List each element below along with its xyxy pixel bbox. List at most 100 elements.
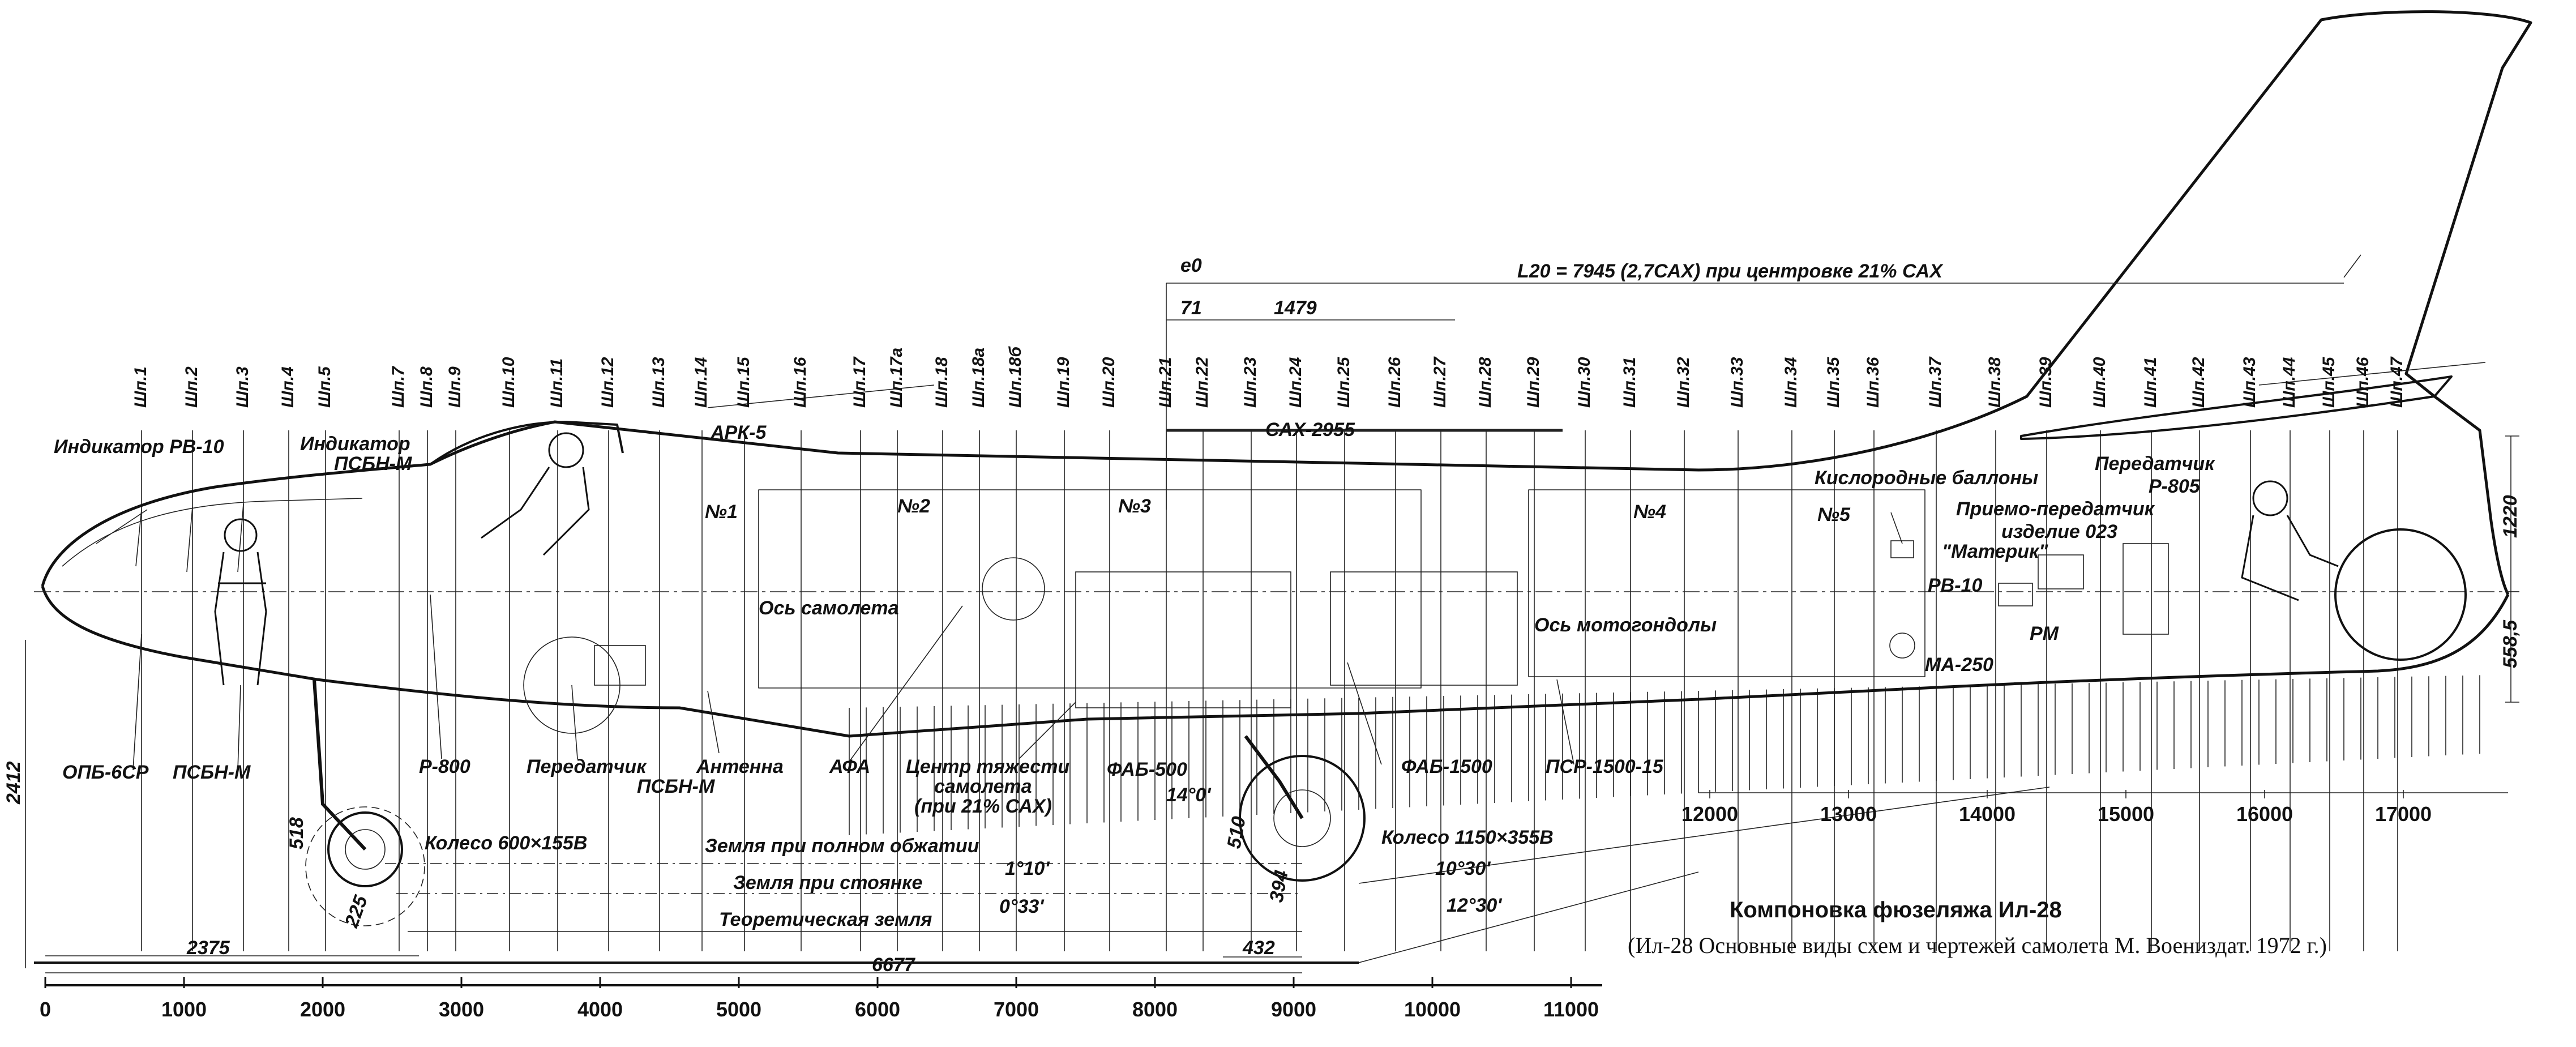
nose-gear xyxy=(305,679,425,926)
frame-label: Шп.40 xyxy=(2090,357,2109,408)
frame-label: Шп.26 xyxy=(1385,357,1404,408)
frame-label: Шп.18а xyxy=(969,348,988,408)
frame-label: Шп.31 xyxy=(1620,357,1639,408)
label-tank-1: №1 xyxy=(705,501,738,523)
frame-label: Шп.36 xyxy=(1864,357,1882,408)
label-ma250: МА-250 xyxy=(1925,654,1993,676)
frame-label: Шп.41 xyxy=(2141,357,2160,408)
dim-432: 432 xyxy=(1242,937,1275,959)
angle-5: 14°0' xyxy=(1166,784,1212,806)
dim-71: 71 xyxy=(1180,297,1202,319)
dim-2412: 2412 xyxy=(3,761,24,805)
frame-label: Шп.10 xyxy=(499,357,518,408)
label-materik: "Материк" xyxy=(1942,541,2048,562)
frame-label: Шп.15 xyxy=(734,356,753,408)
frame-label: Шп.13 xyxy=(649,357,668,408)
caption-source: (Ил-28 Основные виды схем и чертежей сам… xyxy=(1628,933,2327,958)
frame-label: Шп.35 xyxy=(1824,356,1843,408)
frame-label: Шп.21 xyxy=(1156,357,1175,408)
frame-label: Шп.33 xyxy=(1728,357,1747,408)
label-ground-theoretical: Теоретическая земля xyxy=(719,909,932,930)
scale-label: 1000 xyxy=(161,998,207,1021)
frame-label: Шп.22 xyxy=(1193,357,1212,408)
dim-l20: L20 = 7945 (2,7САХ) при центровке 21% СА… xyxy=(1517,260,1944,282)
dim-1220: 1220 xyxy=(2500,495,2521,538)
main-gear xyxy=(1239,735,1366,882)
canopy xyxy=(429,421,624,465)
frame-label: Шп.30 xyxy=(1575,357,1594,408)
frame-label: Шп.28 xyxy=(1476,357,1495,408)
label-wheel-nose: Колесо 600×155В xyxy=(425,832,587,854)
dim-518: 518 xyxy=(286,817,307,849)
label-tank-4: №4 xyxy=(1633,501,1666,523)
label-fab1500: ФАБ-1500 xyxy=(1401,756,1492,777)
label-indicator-rv10: Индикатор РВ-10 xyxy=(54,436,224,458)
scale-label: 10000 xyxy=(1404,998,1461,1021)
crew-gunner xyxy=(2241,480,2339,601)
right-scale-label: 13000 xyxy=(1820,802,1877,826)
label-rv10: РВ-10 xyxy=(1928,575,1982,596)
right-scale-label: 17000 xyxy=(2375,802,2432,826)
frame-label: Шп.18б xyxy=(1006,346,1025,408)
equipment-blocks xyxy=(523,540,2169,734)
label-antenna: Антенна xyxy=(696,756,784,777)
angle-4: 12°30' xyxy=(1447,895,1503,916)
angle-3: 10°30' xyxy=(1435,858,1491,879)
label-afa: АФА xyxy=(829,756,870,777)
label-cg-3: (при 21% САХ) xyxy=(914,796,1052,817)
frame-label: Шп.9 xyxy=(446,366,464,408)
label-tank-5: №5 xyxy=(1817,504,1851,525)
label-transceiver: Приемо-передатчик xyxy=(1956,498,2155,520)
frame-label: Шп.25 xyxy=(1334,356,1353,408)
label-rm: РМ xyxy=(2030,623,2059,644)
dimension-lines xyxy=(25,283,2519,973)
label-psr: ПСР-1500-15 xyxy=(1546,756,1664,777)
scale-label: 8000 xyxy=(1132,998,1178,1021)
scale-label: 5000 xyxy=(716,998,761,1021)
crew-navigator xyxy=(214,518,267,686)
frame-label: Шп.32 xyxy=(1674,357,1693,408)
label-cg-2: самолета xyxy=(934,776,1032,797)
label-izdelie-023: изделие 023 xyxy=(2001,521,2117,542)
label-antenna-psbn: ПСБН-М xyxy=(637,776,715,797)
label-indicator-psbn: Индикатор xyxy=(300,433,410,455)
dim-2375: 2375 xyxy=(186,937,230,959)
label-transmitter: Передатчик xyxy=(527,756,647,777)
bomb-bay-outline xyxy=(758,489,1422,689)
frame-label: Шп.20 xyxy=(1099,357,1118,408)
leader-lines xyxy=(132,384,1903,771)
dim-cax: САХ-2955 xyxy=(1265,419,1355,441)
frame-label: Шп.14 xyxy=(692,357,711,408)
dimension-labels: L20 = 7945 (2,7САХ) при центровке 21% СА… xyxy=(3,255,2521,976)
dim-394: 394 xyxy=(1265,869,1292,904)
scale-label: 11000 xyxy=(1543,998,1599,1021)
label-r800: Р-800 xyxy=(419,756,470,777)
frame-label: Шп.4 xyxy=(279,366,297,408)
label-ark5: АРК-5 xyxy=(710,422,767,443)
dim-6677: 6677 xyxy=(872,954,916,976)
label-psbn-m: ПСБН-М xyxy=(173,762,251,783)
scale-label: 4000 xyxy=(577,998,623,1021)
angle-1: 1°10' xyxy=(1005,858,1050,879)
label-oxygen-bottles: Кислородные баллоны xyxy=(1815,467,2038,489)
frame-label: Шп.18 xyxy=(932,357,951,408)
frame-label: Шп.17а xyxy=(887,348,906,408)
scale-label: 7000 xyxy=(994,998,1039,1021)
tail-turret xyxy=(2334,528,2467,661)
frame-label: Шп.11 xyxy=(547,358,566,408)
label-tank-2: №2 xyxy=(897,495,930,517)
caption-title: Компоновка фюзеляжа Ил-28 xyxy=(1730,898,2062,922)
frame-label: Шп.23 xyxy=(1241,357,1260,408)
angle-2: 0°33' xyxy=(999,896,1045,917)
label-r805: Р-805 xyxy=(2149,476,2201,497)
label-nacelle-axis: Ось мотогондолы xyxy=(1534,614,1717,636)
frame-label: Шп.1 xyxy=(131,366,150,408)
equipment-labels: Индикатор РВ-10 Индикатор ПСБН-М АРК-5 №… xyxy=(54,422,2215,854)
frame-label: Шп.27 xyxy=(1431,356,1449,408)
frame-label: Шп.8 xyxy=(417,366,436,408)
scale-label: 6000 xyxy=(855,998,900,1021)
frame-label: Шп.17 xyxy=(850,356,869,408)
